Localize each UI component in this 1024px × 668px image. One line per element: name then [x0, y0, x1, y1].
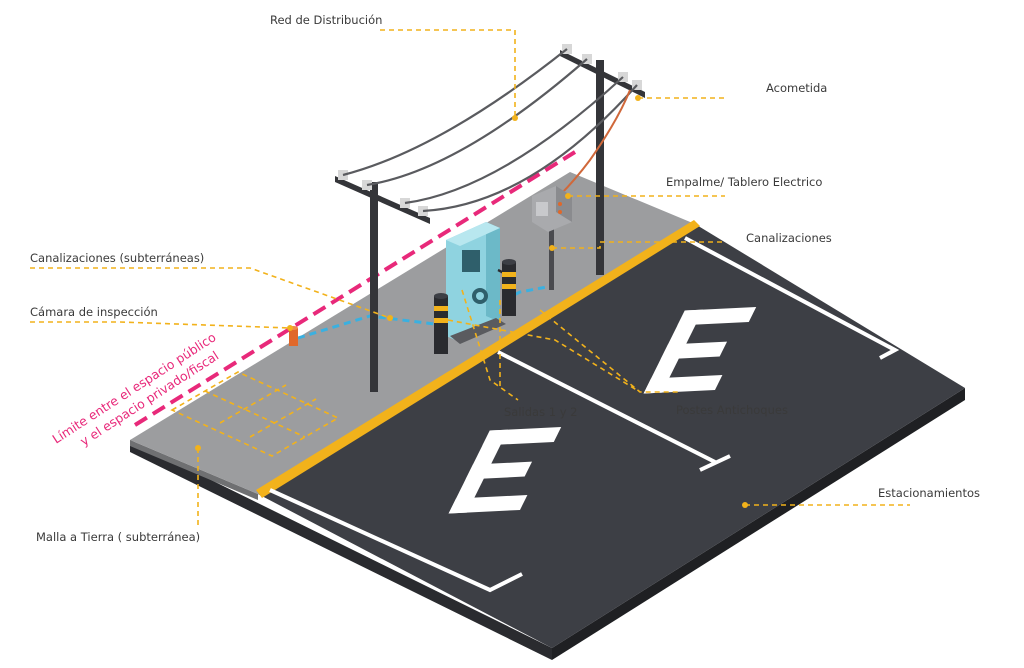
- service-drop: [559, 89, 631, 196]
- bollard-icon: [434, 293, 448, 354]
- label-canalizaciones: Canalizaciones: [746, 231, 832, 245]
- underground-cable: [297, 284, 553, 340]
- parking-asphalt: [258, 224, 965, 648]
- label-canalizaciones-subterraneas: Canalizaciones (subterráneas): [30, 251, 204, 265]
- label-estacionamientos: Estacionamientos: [878, 486, 980, 500]
- label-empalme: Empalme/ Tablero Electrico: [666, 175, 822, 189]
- label-malla-tierra: Malla a Tierra ( subterránea): [36, 530, 200, 544]
- leader-lines: [30, 29, 910, 525]
- label-postes-antichoques: Postes Antichoques: [676, 403, 788, 417]
- ground-slab-edge: [130, 440, 552, 660]
- ground-mesh: [170, 371, 340, 457]
- bollard-icon: [502, 259, 516, 316]
- distribution-lines: [342, 48, 638, 213]
- ground-slab-edge-right: [552, 388, 965, 660]
- sidewalk-edge: [130, 440, 258, 500]
- parking-stall-1-letter: [448, 427, 562, 514]
- parking-stall-2-letter: [643, 307, 757, 394]
- parking-markings: [269, 236, 900, 593]
- ev-charger-icon: [446, 222, 516, 344]
- label-acometida: Acometida: [766, 81, 827, 95]
- property-boundary-line: [133, 150, 577, 427]
- curb-line: [256, 220, 700, 498]
- label-red-distribucion: Red de Distribución: [270, 13, 382, 27]
- label-camara-inspeccion: Cámara de inspección: [30, 305, 158, 319]
- label-salidas: Salidas 1 y 2: [504, 405, 577, 419]
